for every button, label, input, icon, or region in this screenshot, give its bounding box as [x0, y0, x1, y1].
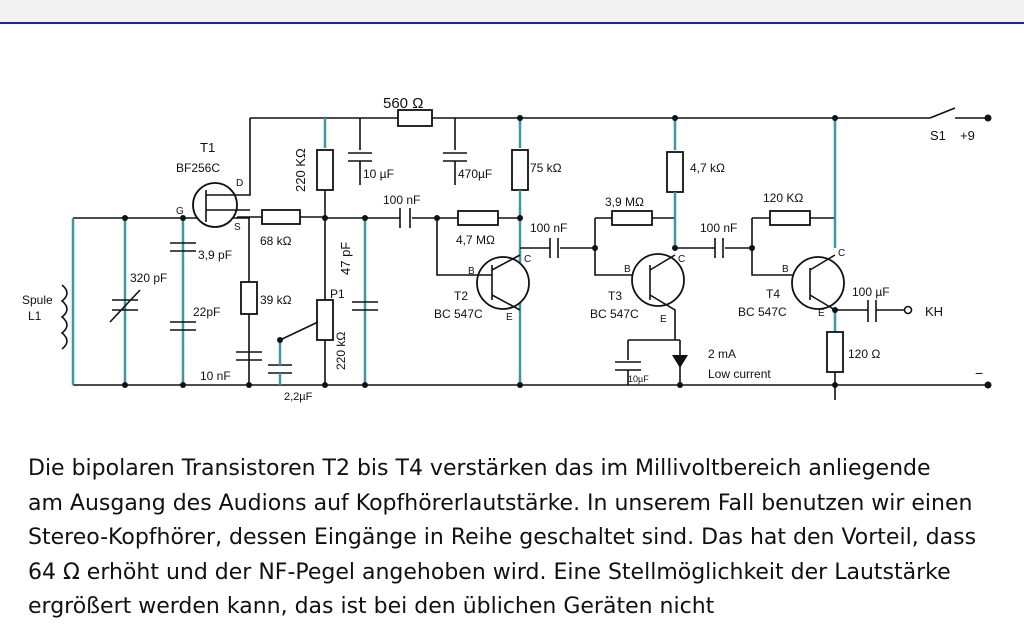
- kh-terminal: [903, 305, 913, 315]
- transistor-t2: [476, 256, 530, 310]
- label-t3-type: BC 547C: [590, 307, 639, 321]
- label-c10n: 10 nF: [200, 369, 231, 383]
- label-r75k: 75 kΩ: [530, 161, 562, 175]
- resistor-4-7k: [666, 151, 684, 193]
- resistor-39k: [240, 281, 258, 315]
- label-t1: T1: [200, 140, 215, 155]
- label-pin-g: G: [176, 206, 184, 217]
- label-r120: 120 Ω: [848, 347, 880, 361]
- article-line-1: Die bipolaren Transistoren T2 bis T4 ver…: [28, 456, 931, 481]
- transistor-t1: [192, 182, 238, 228]
- label-pin-b4: B: [782, 264, 789, 275]
- label-pin-e2: E: [506, 312, 513, 323]
- label-c47p: 47 pF: [338, 242, 353, 275]
- label-pin-b3: B: [624, 264, 631, 275]
- transistor-t4: [791, 256, 845, 310]
- resistor-3-9m: [611, 210, 653, 226]
- junction-dots: [122, 115, 838, 388]
- transistor-t3: [631, 253, 685, 307]
- label-c10u: 10 µF: [363, 167, 394, 181]
- label-r220k-top: 220 KΩ: [293, 148, 308, 192]
- label-c22u: 2,2µF: [284, 391, 313, 403]
- label-r39k: 39 kΩ: [260, 293, 292, 307]
- article-line-4: 64 Ω erhöht und der NF-Pegel angehoben w…: [28, 559, 951, 585]
- label-pin-e4: E: [818, 308, 825, 319]
- article-line-5: ergrößert werden kann, das ist bei den ü…: [28, 594, 715, 619]
- label-pin-c4: C: [838, 248, 845, 259]
- resistor-4-7m: [457, 210, 499, 226]
- label-pin-e3: E: [660, 314, 667, 325]
- label-p1: P1: [330, 287, 345, 301]
- label-pin-c3: C: [678, 254, 685, 265]
- resistor-560: [397, 109, 433, 127]
- label-t1-type: BF256C: [176, 161, 220, 175]
- resistor-68k: [261, 209, 301, 225]
- label-c100u: 100 µF: [852, 285, 890, 299]
- label-r47m: 4,7 MΩ: [456, 233, 495, 247]
- label-t4: T4: [766, 287, 780, 301]
- label-pin-b2: B: [468, 266, 475, 277]
- label-r68k: 68 kΩ: [260, 234, 292, 248]
- label-minus: −: [975, 365, 983, 381]
- label-r120k: 120 KΩ: [763, 191, 803, 205]
- label-led-current: 2 mA: [708, 347, 736, 361]
- label-r39m: 3,9 MΩ: [605, 195, 644, 209]
- label-kh: KH: [925, 304, 943, 319]
- label-plus9: +9: [960, 128, 975, 143]
- article-text: Die bipolaren Transistoren T2 bis T4 ver…: [28, 452, 1024, 625]
- label-c100n-b: 100 nF: [530, 221, 567, 235]
- label-p1-val: 220 kΩ: [334, 332, 348, 370]
- label-t3: T3: [608, 289, 622, 303]
- potentiometer-p1: [316, 299, 334, 341]
- label-c22p: 22pF: [193, 305, 220, 319]
- label-spule: Spule: [22, 293, 53, 307]
- label-c100n-c: 100 nF: [700, 221, 737, 235]
- label-l1: L1: [28, 309, 42, 323]
- label-t2-type: BC 547C: [434, 307, 483, 321]
- label-c320p: 320 pF: [130, 271, 167, 285]
- circuit-diagram: T1 BF256C D G S 560 Ω 220 KΩ 10 µF 470µF…: [22, 95, 992, 403]
- label-led-note: Low current: [708, 367, 771, 381]
- resistor-75k: [511, 149, 529, 191]
- label-pin-d: D: [236, 178, 243, 189]
- switch-s1: [929, 107, 956, 119]
- label-pin-s: S: [234, 222, 241, 233]
- article-line-2: am Ausgang des Audions auf Kopfhörerlaut…: [28, 490, 973, 516]
- resistor-220k: [316, 149, 334, 191]
- label-r560: 560 Ω: [383, 95, 423, 112]
- label-c470u: 470µF: [458, 167, 492, 181]
- label-t2: T2: [454, 289, 468, 303]
- label-c10u-small: 10µF: [628, 374, 649, 384]
- label-switch: S1: [930, 128, 946, 143]
- top-bar: [0, 0, 1024, 24]
- label-c39p: 3,9 pF: [198, 248, 232, 262]
- ground-terminal: [984, 381, 992, 389]
- label-r47k-out: 4,7 kΩ: [690, 161, 725, 175]
- led: [672, 355, 688, 368]
- label-t4-type: BC 547C: [738, 305, 787, 319]
- resistor-120: [826, 331, 844, 373]
- label-c100n-a: 100 nF: [383, 193, 420, 207]
- article-line-3: Stereo-Kopfhörer, dessen Eingänge in Rei…: [28, 525, 977, 550]
- coil-windings: [60, 284, 68, 350]
- resistor-120k: [769, 210, 811, 226]
- label-pin-c2: C: [524, 254, 531, 265]
